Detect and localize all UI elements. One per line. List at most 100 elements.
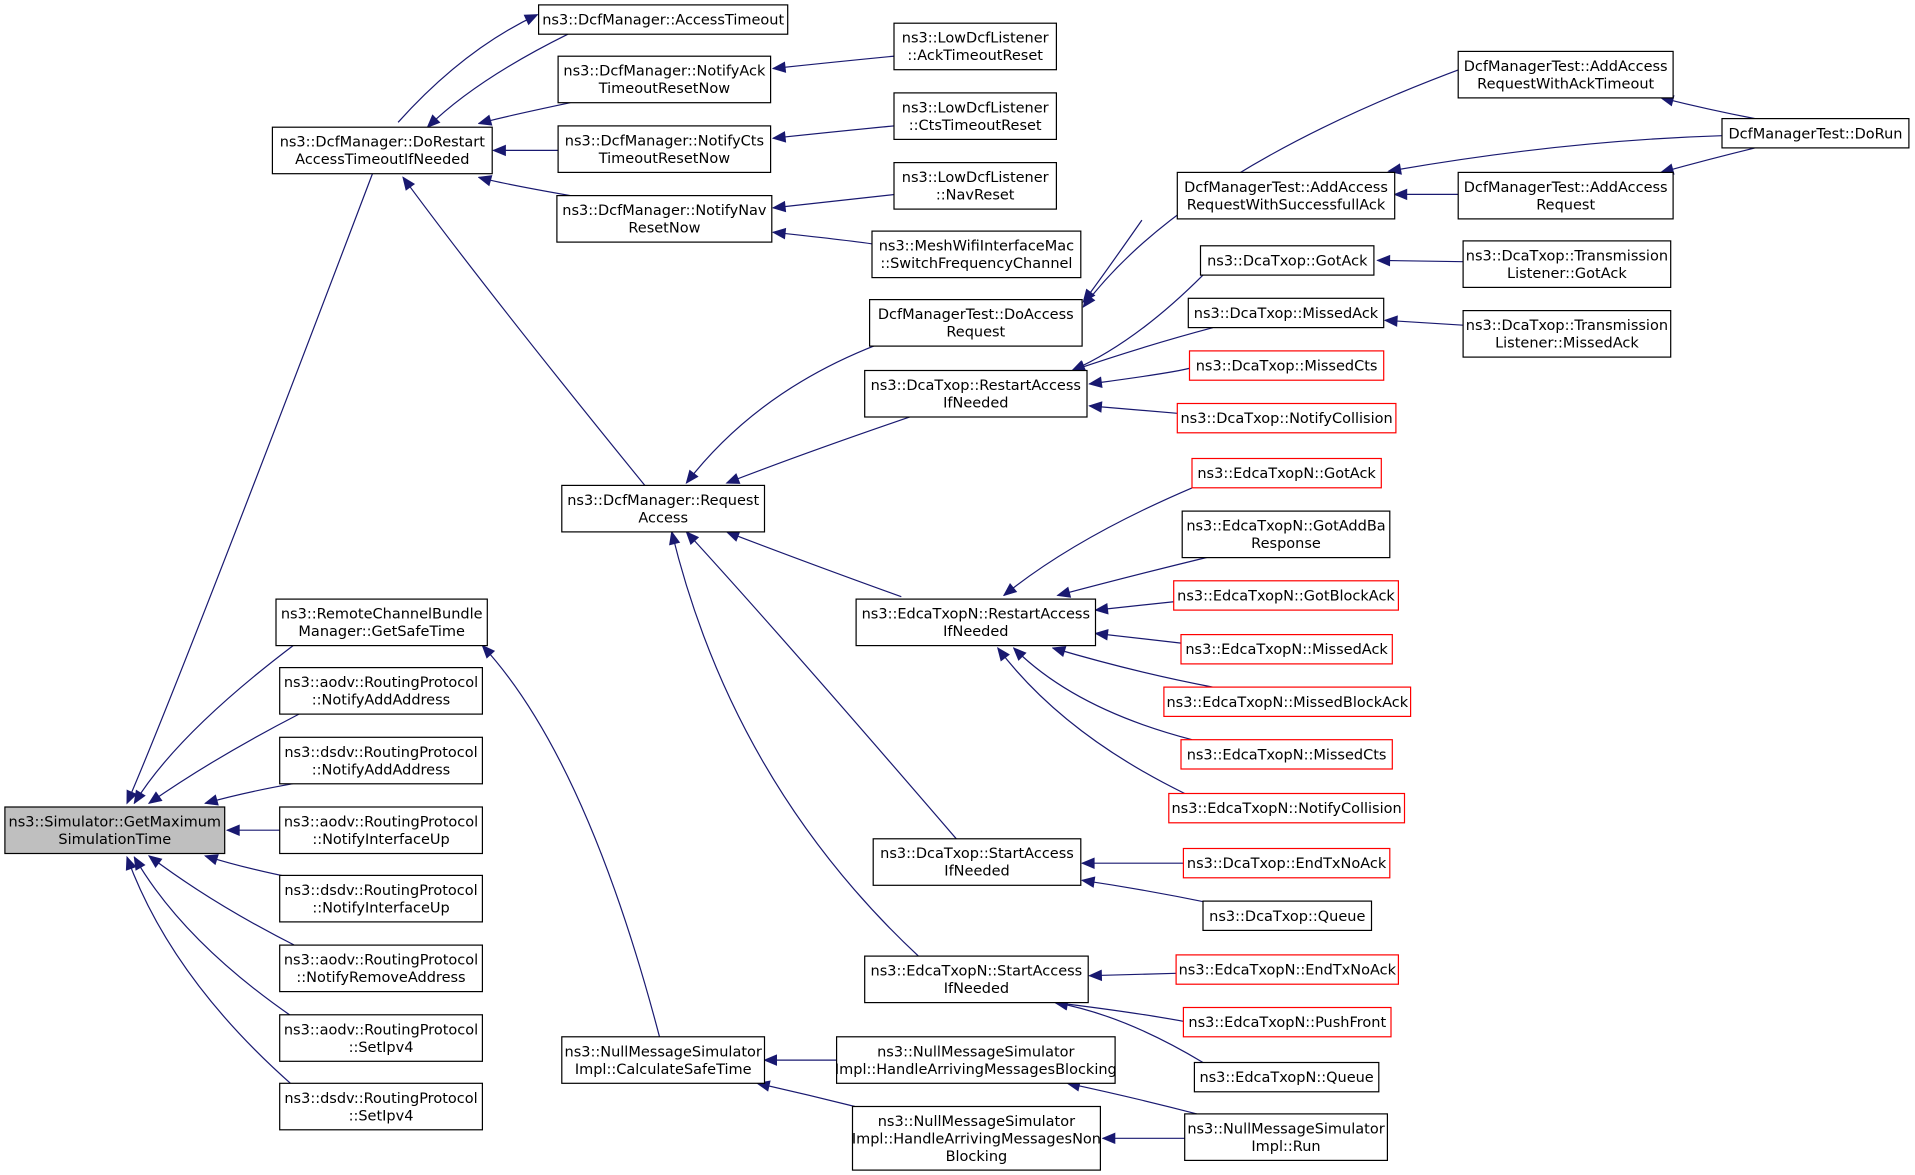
node-aonaa[interactable]: ns3::aodv::RoutingProtocol::NotifyAddAdd… xyxy=(279,666,484,715)
node-dttlga[interactable]: ns3::DcaTxop::TransmissionListener::GotA… xyxy=(1462,240,1672,288)
node-box[interactable] xyxy=(1184,1113,1388,1162)
node-box[interactable] xyxy=(871,230,1082,279)
node-etmc[interactable]: ns3::EdcaTxopN::MissedCts xyxy=(1180,739,1393,770)
node-box[interactable] xyxy=(1180,633,1393,665)
node-box[interactable] xyxy=(864,369,1088,418)
node-at[interactable]: ns3::DcfManager::AccessTimeout xyxy=(537,4,789,35)
node-natr[interactable]: ns3::DcfManager::NotifyAckTimeoutResetNo… xyxy=(557,55,772,104)
node-etmba[interactable]: ns3::EdcaTxopN::MissedBlockAck xyxy=(1163,686,1412,717)
node-dtga[interactable]: ns3::DcaTxop::GotAck xyxy=(1199,245,1375,276)
node-box[interactable] xyxy=(1182,847,1391,879)
node-box[interactable] xyxy=(1457,50,1674,99)
node-aosi[interactable]: ns3::aodv::RoutingProtocol::SetIpv4 xyxy=(279,1014,484,1062)
node-box[interactable] xyxy=(855,598,1097,647)
node-box[interactable] xyxy=(1180,739,1393,770)
node-box[interactable] xyxy=(561,1036,766,1084)
node-box[interactable] xyxy=(864,955,1089,1004)
node-box[interactable] xyxy=(1721,117,1910,149)
node-mwsf[interactable]: ns3::MeshWifiInterfaceMac::SwitchFrequen… xyxy=(871,230,1082,279)
node-box[interactable] xyxy=(872,838,1082,886)
node-ldctr[interactable]: ns3::LowDcfListener::CtsTimeoutReset xyxy=(893,92,1057,141)
node-dtetna[interactable]: ns3::DcaTxop::EndTxNoAck xyxy=(1182,847,1391,879)
node-box[interactable] xyxy=(1462,240,1672,288)
node-box[interactable] xyxy=(279,736,484,785)
node-etma[interactable]: ns3::EdcaTxopN::MissedAck xyxy=(1180,633,1393,665)
node-box[interactable] xyxy=(1163,686,1412,717)
node-aonra[interactable]: ns3::aodv::RoutingProtocol::NotifyRemove… xyxy=(279,944,484,993)
node-dsnaa[interactable]: ns3::dsdv::RoutingProtocol::NotifyAddAdd… xyxy=(279,736,484,785)
node-dmtaat[interactable]: DcfManagerTest::AddAccessRequestWithAckT… xyxy=(1457,50,1674,99)
node-box[interactable] xyxy=(279,1014,484,1062)
node-box[interactable] xyxy=(275,598,488,647)
node-box[interactable] xyxy=(1188,350,1385,381)
node-box[interactable] xyxy=(557,55,772,104)
node-box[interactable] xyxy=(556,195,773,243)
node-box[interactable] xyxy=(1193,1061,1380,1093)
node-box[interactable] xyxy=(279,1082,484,1131)
node-box[interactable] xyxy=(279,806,484,855)
node-box[interactable] xyxy=(1462,310,1672,358)
node-box[interactable] xyxy=(893,92,1057,141)
node-box[interactable] xyxy=(1173,580,1399,611)
node-box[interactable] xyxy=(279,944,484,993)
node-box[interactable] xyxy=(271,126,493,175)
node-dtma[interactable]: ns3::DcaTxop::MissedAck xyxy=(1187,297,1385,329)
node-box[interactable] xyxy=(1199,245,1375,276)
node-etq[interactable]: ns3::EdcaTxopN::Queue xyxy=(1193,1061,1380,1093)
node-box[interactable] xyxy=(1191,457,1382,489)
node-box[interactable] xyxy=(1202,900,1373,931)
node-box[interactable] xyxy=(1187,297,1385,329)
node-dsniu[interactable]: ns3::dsdv::RoutingProtocol::NotifyInterf… xyxy=(279,874,484,923)
node-dtnc[interactable]: ns3::DcaTxop::NotifyCollision xyxy=(1176,402,1397,434)
node-etnc[interactable]: ns3::EdcaTxopN::NotifyCollision xyxy=(1168,792,1406,824)
node-box[interactable] xyxy=(4,806,226,855)
node-dttlma[interactable]: ns3::DcaTxop::TransmissionListener::Miss… xyxy=(1462,310,1672,358)
node-box[interactable] xyxy=(1175,954,1399,985)
node-etgba[interactable]: ns3::EdcaTxopN::GotBlockAck xyxy=(1173,580,1399,611)
node-nmscst[interactable]: ns3::NullMessageSimulatorImpl::Calculate… xyxy=(561,1036,766,1084)
node-dmtdr[interactable]: DcfManagerTest::DoRun xyxy=(1721,117,1910,149)
node-box[interactable] xyxy=(851,1105,1101,1171)
node-box[interactable] xyxy=(557,125,772,174)
node-dtmc[interactable]: ns3::DcaTxop::MissedCts xyxy=(1188,350,1385,381)
node-etetna[interactable]: ns3::EdcaTxopN::EndTxNoAck xyxy=(1175,954,1399,985)
node-dssi[interactable]: ns3::dsdv::RoutingProtocol::SetIpv4 xyxy=(279,1082,484,1131)
node-box[interactable] xyxy=(1182,1006,1392,1038)
node-box[interactable] xyxy=(868,299,1083,347)
node-box[interactable] xyxy=(537,4,789,35)
node-nmshamnb[interactable]: ns3::NullMessageSimulatorImpl::HandleArr… xyxy=(851,1105,1101,1171)
node-aoniu[interactable]: ns3::aodv::RoutingProtocol::NotifyInterf… xyxy=(279,806,484,855)
node-etpf[interactable]: ns3::EdcaTxopN::PushFront xyxy=(1182,1006,1392,1038)
node-box[interactable] xyxy=(893,22,1057,71)
node-box[interactable] xyxy=(561,484,766,533)
node-ldatr[interactable]: ns3::LowDcfListener::AckTimeoutReset xyxy=(893,22,1057,71)
node-box[interactable] xyxy=(1457,171,1674,220)
node-dtq[interactable]: ns3::DcaTxop::Queue xyxy=(1202,900,1373,931)
node-box[interactable] xyxy=(893,162,1057,210)
node-box[interactable] xyxy=(1168,792,1406,824)
node-ldnr[interactable]: ns3::LowDcfListener::NavReset xyxy=(893,162,1057,210)
node-box[interactable] xyxy=(1176,171,1396,220)
node-nctr[interactable]: ns3::DcfManager::NotifyCtsTimeoutResetNo… xyxy=(557,125,772,174)
node-box[interactable] xyxy=(1181,510,1391,559)
node-box[interactable] xyxy=(835,1036,1116,1084)
node-dmtasa[interactable]: DcfManagerTest::AddAccessRequestWithSucc… xyxy=(1176,171,1396,220)
node-nmshamb[interactable]: ns3::NullMessageSimulatorImpl::HandleArr… xyxy=(835,1036,1117,1084)
node-box[interactable] xyxy=(279,666,484,715)
node-box[interactable] xyxy=(1176,402,1397,434)
node-etga[interactable]: ns3::EdcaTxopN::GotAck xyxy=(1191,457,1382,489)
node-dra[interactable]: ns3::DcfManager::DoRestartAccessTimeoutI… xyxy=(271,126,493,175)
node-box[interactable] xyxy=(279,874,484,923)
node-rcbm[interactable]: ns3::RemoteChannelBundleManager::GetSafe… xyxy=(275,598,488,647)
